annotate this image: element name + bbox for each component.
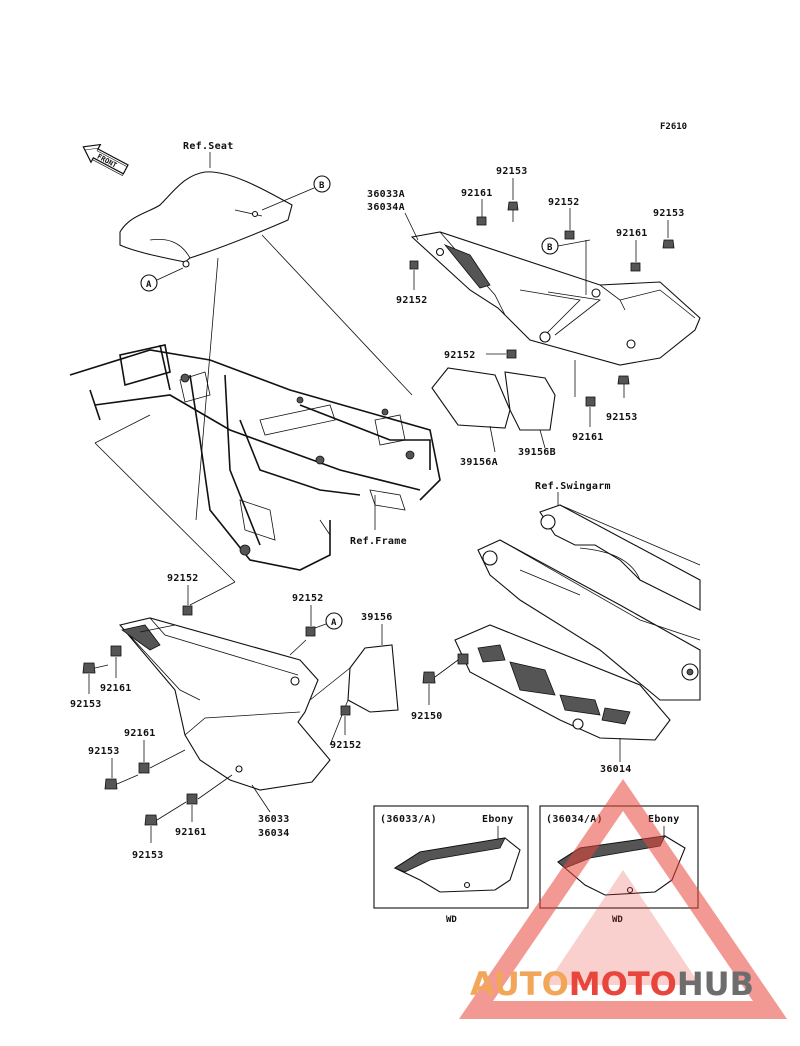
part-92152-left: 92152: [167, 573, 199, 584]
chain-guard: [454, 624, 671, 741]
inset-36033: (36033/A) Ebony WD: [373, 805, 529, 925]
inset-right-note: WD: [612, 915, 623, 925]
grommet-icon: [409, 260, 419, 270]
inset-left-code: (36033/A): [380, 814, 437, 825]
grommet-icon: [564, 230, 575, 240]
part-92152-cover: 92152: [292, 593, 324, 604]
grommet-icon: [340, 705, 351, 716]
svg-text:AUTOMOTOHUB: AUTOMOTOHUB: [470, 965, 754, 1003]
bolt-icon: [82, 662, 109, 674]
bolt-icon: [662, 239, 675, 249]
watermark-hub: HUB: [677, 965, 754, 1003]
side-cover: [118, 617, 331, 791]
washer-icon: [476, 216, 487, 226]
watermark-auto: AUTO: [470, 965, 569, 1003]
part-39156a: 39156A: [460, 457, 498, 468]
swingarm-reference: [477, 504, 701, 701]
part-92161-low: 92161: [572, 432, 604, 443]
part-92153-low: 92153: [606, 412, 638, 423]
ref-frame-label: Ref.Frame: [350, 536, 407, 547]
front-arrow-icon: FRONT: [82, 143, 129, 176]
ref-seat-label: Ref.Seat: [183, 141, 234, 152]
inset-left-note: WD: [446, 915, 457, 925]
svg-text:B: B: [547, 243, 553, 253]
grommet-icon: [182, 605, 193, 616]
part-92161-top: 92161: [461, 188, 493, 199]
ref-swingarm-label: Ref.Swingarm: [535, 480, 611, 492]
grommet-icon: [506, 349, 517, 359]
bolt-icon: [422, 671, 436, 684]
part-92153-a: 92153: [88, 746, 120, 757]
washer-icon: [630, 262, 641, 272]
part-36033: 36033: [258, 814, 290, 825]
part-92153-b: 92153: [132, 850, 164, 861]
inset-right-code: (36034/A): [546, 814, 603, 825]
svg-text:B: B: [319, 181, 325, 191]
part-92153-top: 92153: [496, 166, 528, 177]
watermark-logo: AUTOMOTOHUB: [458, 779, 788, 1019]
callout-a-seat: [140, 274, 158, 292]
part-36033a: 36033A: [367, 189, 405, 200]
part-36034a: 36034A: [367, 202, 405, 213]
part-92152-top: 92152: [548, 197, 580, 208]
part-92150: 92150: [411, 711, 443, 722]
bolt-icon: [507, 201, 519, 222]
part-92161-right: 92161: [616, 228, 648, 239]
grommet-icon: [305, 626, 316, 637]
washer-icon: [585, 396, 596, 407]
pad-39156: [347, 644, 399, 713]
pad-39156a: [431, 367, 511, 453]
part-92161-left: 92161: [100, 683, 132, 694]
watermark-moto: MOTO: [569, 965, 677, 1003]
part-92161-a: 92161: [124, 728, 156, 739]
pad-39156b: [504, 371, 556, 449]
svg-text:A: A: [331, 618, 337, 628]
part-92153-right: 92153: [653, 208, 685, 219]
washer-icon: [186, 793, 198, 805]
inset-left-color: Ebony: [482, 814, 514, 825]
callout-a-cover: [325, 612, 343, 630]
part-92161-b: 92161: [175, 827, 207, 838]
bolt-icon: [617, 375, 630, 398]
washer-icon: [110, 645, 122, 657]
part-36034: 36034: [258, 828, 290, 839]
svg-text:A: A: [146, 280, 152, 290]
part-92152-center: 92152: [444, 350, 476, 361]
inset-right-color: Ebony: [648, 814, 680, 825]
part-36014: 36014: [600, 764, 632, 775]
washer-icon: [138, 762, 150, 774]
frame-reference: [69, 344, 441, 571]
tail-cover: [410, 231, 701, 366]
part-92153-left: 92153: [70, 699, 102, 710]
part-92152-mid: 92152: [396, 295, 428, 306]
callout-b-seat: [313, 175, 331, 193]
seat-reference: [119, 171, 293, 268]
bolt-icon: [144, 801, 187, 826]
part-92152-bottom: 92152: [330, 740, 362, 751]
figure-code: F2610: [660, 122, 687, 132]
part-39156: 39156: [361, 612, 393, 623]
part-39156b: 39156B: [518, 447, 556, 458]
bolt-icon: [104, 774, 139, 790]
